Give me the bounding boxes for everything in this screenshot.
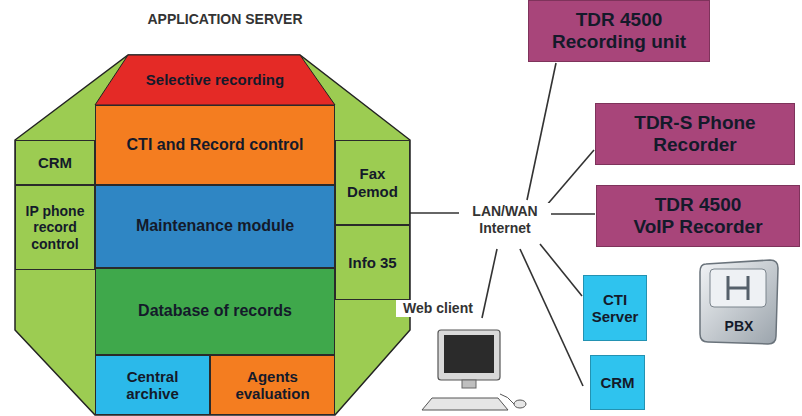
monitor-stand: [462, 380, 476, 388]
node-text: IP phone record control: [20, 203, 90, 251]
keyboard: [422, 398, 508, 410]
node-text: TDR 4500 VoIP Recorder: [632, 194, 764, 238]
network-label: LAN/WAN Internet: [460, 203, 550, 237]
node-text: CRM: [600, 374, 634, 391]
octagon-shape: [15, 55, 410, 415]
server-box: CTI Server: [583, 275, 647, 341]
pbx-symbol: [728, 276, 748, 300]
module-cell: Info 35: [335, 225, 410, 300]
node-text: TDR-S Phone Recorder: [608, 112, 783, 156]
network-line: [520, 249, 583, 386]
server-title: APPLICATION SERVER: [75, 11, 375, 27]
monitor-screen: [444, 335, 494, 373]
module-band: Maintenance module: [95, 185, 335, 268]
node-text: Agents evaluation: [215, 368, 330, 403]
node-text: Database of records: [138, 302, 292, 320]
pbx-body: [700, 260, 778, 344]
module-cell: CRM: [15, 140, 95, 185]
pbx-icon: PBX: [700, 260, 778, 344]
network-lines: [410, 63, 595, 386]
network-line: [482, 249, 497, 318]
node-text: Selective recording: [146, 71, 284, 88]
mouse-cable: [500, 394, 514, 404]
node-text: TDR 4500 Recording unit: [534, 9, 704, 53]
node-text: CTI and Record control: [127, 136, 304, 154]
crm-box: CRM: [590, 355, 645, 410]
node-text: CRM: [38, 154, 72, 171]
node-text: CTI Server: [588, 291, 642, 326]
node-text: Fax Demod: [340, 165, 405, 200]
node-text: Info 35: [348, 254, 396, 271]
network-line: [551, 213, 595, 215]
network-line: [540, 244, 582, 296]
node-text: Maintenance module: [136, 217, 294, 235]
device-label: Web client: [396, 300, 480, 317]
computer-icon: [422, 330, 526, 410]
node-text: PBX: [725, 318, 754, 334]
server-octagon: Selective recordingCRM CTI and Record con…: [15, 55, 410, 415]
node-text: Central archive: [100, 368, 205, 403]
module-cell: Fax Demod: [335, 140, 410, 225]
module-band: Database of records: [95, 268, 335, 355]
mouse: [514, 400, 526, 408]
module-cell: Agents evaluation: [210, 355, 335, 415]
network-line: [546, 150, 594, 206]
network-line: [527, 63, 556, 200]
monitor-frame: [438, 330, 500, 380]
module-band: Selective recording: [95, 55, 335, 105]
pbx-face: [710, 269, 766, 307]
network-line: [410, 212, 459, 214]
trapezoid-shape: [95, 55, 335, 105]
recorder-box: TDR-S Phone Recorder: [595, 103, 795, 165]
module-cell: Central archive: [95, 355, 210, 415]
module-band: CTI and Record control: [95, 105, 335, 185]
recorder-box: TDR 4500 Recording unit: [528, 0, 710, 62]
recorder-box: TDR 4500 VoIP Recorder: [596, 185, 800, 247]
module-cell: IP phone record control: [15, 185, 95, 270]
